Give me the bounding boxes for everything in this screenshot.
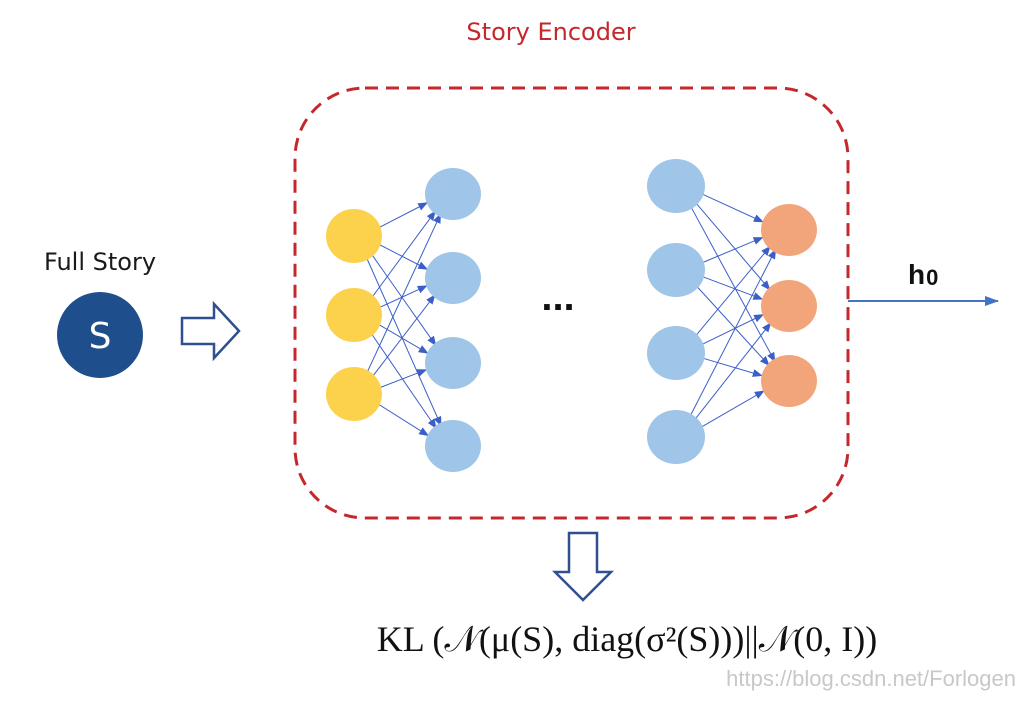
connection-edge: [380, 285, 428, 308]
loss-arrow-icon: [551, 531, 615, 602]
hidden-unit: [425, 337, 481, 389]
connection-edge: [370, 253, 437, 347]
connection-edge: [378, 403, 430, 437]
output-vector-name: h: [908, 259, 925, 290]
output-unit: [761, 204, 817, 256]
input-arrow-icon: [180, 300, 241, 362]
full-story-label: Full Story: [44, 248, 156, 276]
hidden-unit: [647, 326, 705, 380]
layers-ellipsis: ...: [541, 275, 574, 319]
connection-edge: [696, 285, 770, 367]
connection-edge: [365, 213, 442, 375]
kl-loss-formula: KL (𝒩(μ(S), diag(σ²(S)))||𝒩(0, I)): [377, 619, 877, 659]
connections-input-to-hidden: [365, 202, 442, 437]
input-unit: [326, 209, 382, 263]
connection-edge: [371, 294, 436, 378]
connection-edge: [702, 193, 764, 223]
connection-edge: [695, 245, 771, 337]
output-vector-label: h0: [908, 259, 938, 290]
connection-edge: [702, 314, 765, 345]
connection-edge: [370, 332, 437, 429]
hidden-unit: [647, 410, 705, 464]
output-unit: [761, 280, 817, 332]
connection-edge: [704, 358, 763, 377]
diagram-title: Story Encoder: [466, 18, 635, 46]
input-layer: [326, 209, 382, 421]
connection-edge: [689, 248, 777, 417]
connection-edge: [379, 244, 429, 270]
connection-edge: [703, 237, 764, 263]
hidden-unit: [647, 243, 705, 297]
first-hidden-layer: [425, 168, 481, 472]
hidden-unit: [425, 252, 481, 304]
last-hidden-layer: [647, 159, 705, 464]
connection-edge: [380, 369, 428, 388]
hidden-unit: [647, 159, 705, 213]
watermark-text: https://blog.csdn.net/Forlogen: [726, 666, 1016, 691]
connection-edge: [371, 210, 436, 298]
connection-edge: [365, 256, 442, 427]
story-input-node: [57, 292, 143, 378]
output-layer: [761, 204, 817, 407]
connection-edge: [379, 202, 429, 228]
output-vector-subscript: 0: [926, 265, 938, 290]
input-unit: [326, 367, 382, 421]
output-unit: [761, 355, 817, 407]
connection-edge: [703, 276, 764, 300]
connection-edge: [701, 390, 765, 428]
connection-edge: [695, 202, 771, 291]
connection-edge: [378, 324, 429, 354]
connections-hidden-to-output: [689, 193, 777, 428]
hidden-unit: [425, 168, 481, 220]
story-input-letter: S: [89, 316, 112, 357]
connection-edge: [694, 322, 772, 420]
hidden-unit: [425, 420, 481, 472]
input-unit: [326, 288, 382, 342]
